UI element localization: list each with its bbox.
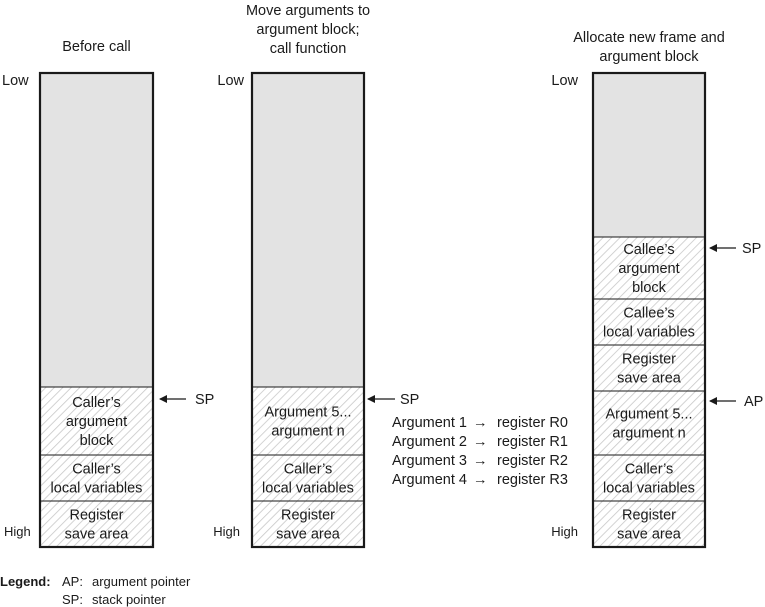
- low-address-label: Low: [2, 73, 29, 89]
- pointer-label-sp: SP: [195, 392, 214, 408]
- low-address-label: Low: [551, 73, 578, 89]
- register-map-arrow: →: [473, 472, 488, 488]
- pointer-label-sp: SP: [742, 241, 761, 257]
- register-map-argument: Argument 3: [392, 453, 467, 469]
- stack-block: [592, 454, 706, 502]
- free-stack-space: [40, 73, 153, 387]
- stack-block-label: local variables: [603, 481, 695, 497]
- stack-block-label: Register: [281, 508, 335, 524]
- stack-block-label: Caller’s: [72, 462, 121, 478]
- stack-block: [592, 298, 706, 346]
- stack-column-1: Before callLowHighCaller’sargumentblockC…: [2, 39, 214, 549]
- stack-block-label: argument n: [271, 424, 344, 440]
- stack-block: [592, 390, 706, 456]
- register-map-arrow: →: [473, 415, 488, 431]
- stack-block: [39, 500, 154, 548]
- stack-block-label: Argument 5...: [264, 405, 351, 421]
- stack-block: [251, 454, 365, 502]
- stack-block-label: block: [632, 280, 667, 296]
- stack-block-label: argument: [66, 414, 127, 430]
- stack-block-label: Argument 5...: [605, 407, 692, 423]
- free-stack-space: [593, 73, 705, 237]
- legend-description: argument pointer: [92, 574, 191, 589]
- register-map-argument: Argument 2: [392, 434, 467, 450]
- register-map-arrow: →: [473, 434, 488, 450]
- stack-block: [592, 344, 706, 392]
- register-map-register: register R2: [497, 453, 568, 469]
- register-mapping: Argument 1 → register R0 Argument 2 → registe…: [392, 415, 568, 488]
- stack-block-label: block: [80, 433, 115, 449]
- stack-block-label: Caller’s: [284, 462, 333, 478]
- pointer-label-sp: SP: [400, 392, 419, 408]
- stack-block-label: Callee’s: [623, 306, 674, 322]
- stack-block: [39, 386, 154, 456]
- stack-block-label: local variables: [603, 325, 695, 341]
- register-map-register: register R3: [497, 472, 568, 488]
- stack-column-border: [250, 71, 366, 549]
- stack-block-label: Register: [70, 508, 124, 524]
- column-title-line: argument block;: [256, 22, 359, 38]
- column-title-line: Allocate new frame and: [573, 30, 725, 46]
- stack-block-label: Caller’s: [72, 395, 121, 411]
- stack-column-border: [38, 71, 155, 549]
- low-address-label: Low: [217, 73, 244, 89]
- register-map-register: register R1: [497, 434, 568, 450]
- stack-column-border: [591, 71, 707, 549]
- high-address-label: High: [213, 524, 240, 539]
- stack-block-label: save area: [276, 527, 341, 543]
- legend-description: stack pointer: [92, 592, 166, 607]
- register-map-argument: Argument 1: [392, 415, 467, 431]
- column-title-line: argument block: [599, 49, 699, 65]
- legend-key: AP:: [62, 574, 83, 589]
- register-map-argument: Argument 4: [392, 472, 467, 488]
- column-title-line: Move arguments to: [246, 3, 370, 19]
- stack-block-label: Caller’s: [625, 462, 674, 478]
- stack-block: [251, 386, 365, 456]
- stack-block-label: Callee’s: [623, 242, 674, 258]
- stack-block-label: argument n: [612, 426, 685, 442]
- high-address-label: High: [551, 524, 578, 539]
- legend-key: SP:: [62, 592, 83, 607]
- stack-block-label: save area: [65, 527, 130, 543]
- high-address-label: High: [4, 524, 31, 539]
- pointer-label-ap: AP: [744, 394, 763, 410]
- stack-block-label: save area: [617, 527, 682, 543]
- stack-block-label: Register: [622, 508, 676, 524]
- stack-block-label: save area: [617, 371, 682, 387]
- stack-block-label: local variables: [51, 481, 143, 497]
- register-map-register: register R0: [497, 415, 568, 431]
- stack-block: [39, 454, 154, 502]
- stack-block-label: local variables: [262, 481, 354, 497]
- column-title-line: call function: [270, 41, 347, 57]
- register-map-arrow: →: [473, 453, 488, 469]
- stack-block-label: argument: [618, 261, 679, 277]
- legend-title: Legend:: [0, 574, 51, 589]
- stack-column-2: Move arguments to argument block; call fun…: [213, 3, 419, 549]
- column-title-line: Before call: [62, 39, 131, 55]
- stack-block-label: Register: [622, 352, 676, 368]
- free-stack-space: [252, 73, 364, 387]
